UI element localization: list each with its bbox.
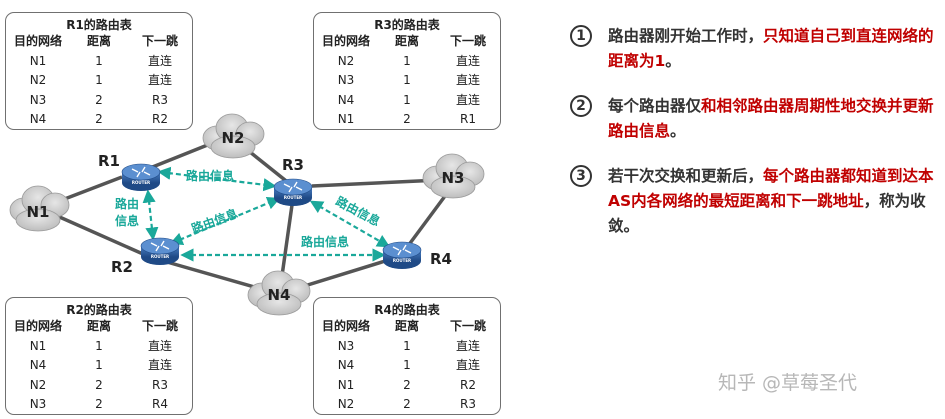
step-number-badge: 2 bbox=[570, 95, 592, 117]
table-header-row: 目的网络距离下一跳 bbox=[13, 319, 178, 333]
routing-table-title: R2的路由表 bbox=[66, 303, 132, 317]
router-label-r2: R2 bbox=[111, 258, 133, 276]
cloud-n3: N3 bbox=[422, 153, 485, 199]
table-header-row: 目的网络距离下一跳 bbox=[321, 319, 486, 333]
link-n1-r1 bbox=[61, 175, 123, 202]
router-arrows-icon bbox=[392, 244, 412, 256]
link-n1-r2 bbox=[54, 213, 153, 260]
watermark: 知乎 @草莓圣代 bbox=[718, 372, 858, 394]
table-header-row: 目的网络距离下一跳 bbox=[13, 34, 178, 48]
arrow-r1-r2 bbox=[142, 189, 159, 241]
cloud-n2: N2 bbox=[202, 113, 265, 159]
arrow-r2-r3 bbox=[169, 196, 281, 246]
cloud-n4: N4 bbox=[247, 270, 311, 316]
svg-text:ROUTER: ROUTER bbox=[151, 254, 169, 259]
message-label-r3-r4: 路由信息 bbox=[333, 193, 382, 229]
message-label-r2-r4: 路由信息 bbox=[301, 234, 349, 249]
routing-table-title: R3的路由表 bbox=[374, 18, 440, 32]
network-label-n2: N2 bbox=[222, 129, 245, 147]
routing-table-title: R1的路由表 bbox=[66, 18, 132, 32]
router-arrows-icon bbox=[131, 166, 151, 178]
link-r3-n3 bbox=[311, 178, 441, 188]
message-label-r1-r2-line2: 信息 bbox=[115, 213, 139, 228]
message-label-r1-r3: 路由信息 bbox=[186, 168, 234, 183]
router-label-r3: R3 bbox=[282, 156, 304, 174]
routing-table-title: R4的路由表 bbox=[374, 303, 440, 317]
message-arrows bbox=[142, 166, 391, 262]
router-label-r4: R4 bbox=[430, 250, 452, 268]
network-label-n1: N1 bbox=[27, 203, 50, 221]
step-number-badge: 3 bbox=[570, 165, 592, 187]
step-number-badge: 1 bbox=[570, 25, 592, 47]
svg-text:ROUTER: ROUTER bbox=[284, 195, 302, 200]
cloud-n1: N1 bbox=[9, 185, 70, 232]
router-r1: ROUTER bbox=[121, 163, 161, 191]
router-r3: ROUTER bbox=[273, 178, 313, 206]
arrow-r3-r4 bbox=[309, 200, 391, 248]
link-n3-r4 bbox=[403, 190, 450, 252]
router-r2: ROUTER bbox=[140, 237, 180, 265]
arrow-r1-r3 bbox=[157, 166, 277, 192]
message-label-r1-r2: 路由 bbox=[115, 196, 139, 211]
router-label-r1: R1 bbox=[98, 152, 120, 170]
router-arrows-icon bbox=[150, 240, 170, 252]
table-header-row: 目的网络距离下一跳 bbox=[321, 34, 486, 48]
svg-text:ROUTER: ROUTER bbox=[393, 258, 411, 263]
message-label-r2-r3: 路由信息 bbox=[189, 206, 239, 237]
link-n2-r3 bbox=[243, 146, 292, 186]
router-r4: ROUTER bbox=[382, 241, 422, 269]
router-arrows-icon bbox=[283, 181, 303, 193]
network-diagram: N1 N2 N3 N4 bbox=[9, 113, 485, 316]
svg-text:ROUTER: ROUTER bbox=[132, 180, 150, 185]
network-label-n3: N3 bbox=[442, 169, 465, 187]
network-label-n4: N4 bbox=[268, 286, 291, 304]
